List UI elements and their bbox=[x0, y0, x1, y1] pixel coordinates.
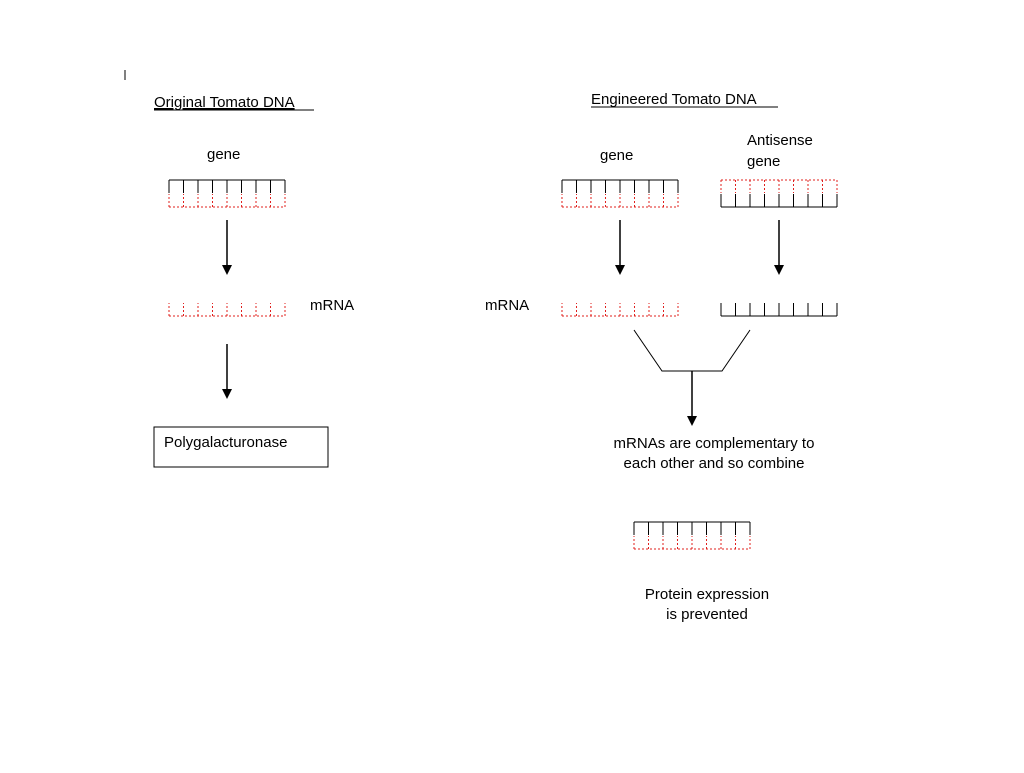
engineered-title: Engineered Tomato DNA bbox=[591, 91, 757, 108]
original-gene-double-strand bbox=[168, 179, 286, 208]
result-text-line1: Protein expression bbox=[645, 586, 769, 603]
original-title: Original Tomato DNA bbox=[154, 94, 295, 111]
original-gene-label: gene bbox=[207, 146, 240, 163]
antisense-label-line1: Antisense bbox=[747, 132, 813, 149]
engineered-mrna-label: mRNA bbox=[485, 297, 529, 314]
combine-text-line1: mRNAs are complementary to bbox=[614, 435, 815, 452]
polygalacturonase-label: Polygalacturonase bbox=[164, 434, 287, 451]
original-mrna-strand bbox=[168, 303, 286, 317]
sense-mrna-strand bbox=[561, 303, 679, 317]
original-dna-panel: Original Tomato DNA gene mRNA Polygalact… bbox=[153, 94, 354, 468]
antisense-mrna-strand bbox=[720, 303, 838, 317]
result-text-line2: is prevented bbox=[666, 606, 748, 623]
engineered-gene-label: gene bbox=[600, 147, 633, 164]
antisense-gene-double-strand bbox=[720, 179, 838, 208]
antisense-label-line2: gene bbox=[747, 153, 780, 170]
engineered-gene-double-strand bbox=[561, 179, 679, 208]
mrna-duplex bbox=[633, 521, 751, 550]
merge-funnel bbox=[633, 329, 751, 372]
polygalacturonase-box bbox=[153, 426, 329, 468]
original-mrna-label: mRNA bbox=[310, 297, 354, 314]
engineered-dna-panel: Engineered Tomato DNA gene Antisense gen… bbox=[485, 91, 838, 623]
combine-text-line2: each other and so combine bbox=[624, 455, 805, 472]
